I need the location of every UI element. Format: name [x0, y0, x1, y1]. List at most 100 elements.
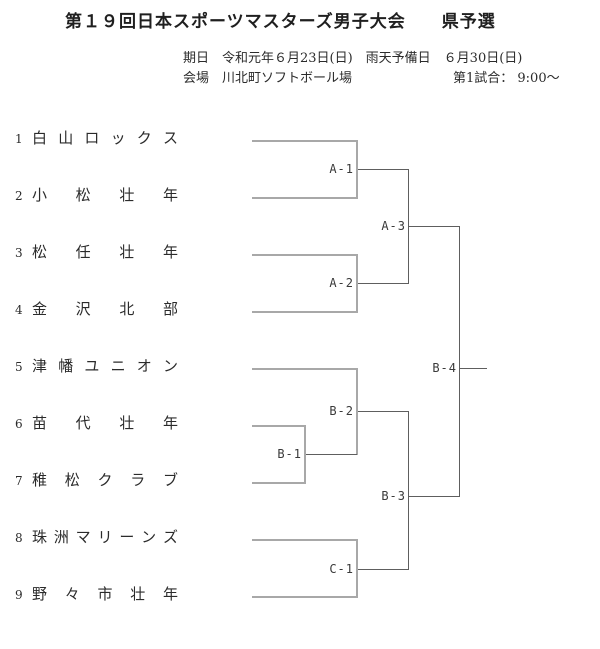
bracket-line [356, 539, 358, 598]
team-name-char: 稚 [32, 471, 48, 489]
team-name-char: 山 [58, 129, 74, 147]
team-name-char: 年 [162, 186, 178, 204]
bracket-line [252, 368, 358, 370]
team-name-char: 壮 [130, 585, 146, 603]
match-label-c-1: C-1 [329, 562, 354, 576]
team-name-char: 松 [75, 186, 91, 204]
match-label-a-3: A-3 [381, 219, 406, 233]
team-name-char: 任 [75, 243, 91, 261]
team-name: 松任壮年 [32, 244, 178, 261]
bracket-line [252, 539, 358, 541]
team-name-char: 小 [32, 186, 48, 204]
team-name-char: ン [141, 528, 157, 546]
team-name-char: ブ [162, 471, 178, 489]
team-name-char: マ [75, 528, 91, 546]
team-name-char: 金 [32, 300, 48, 318]
bracket-advance-line [408, 411, 409, 570]
match-label-b-2: B-2 [329, 404, 354, 418]
team-name-char: 年 [162, 243, 178, 261]
bracket-advance-line [358, 283, 409, 284]
team-name-char: 洲 [53, 528, 69, 546]
team-name: 金沢北部 [32, 301, 178, 318]
team-name-char: 松 [32, 243, 48, 261]
team-name: 小松壮年 [32, 187, 178, 204]
team-name-char: リ [97, 528, 113, 546]
team-name-char: 部 [162, 300, 178, 318]
team-name-char: ク [136, 129, 152, 147]
team-name-char: ラ [130, 471, 146, 489]
team-name-char: ー [119, 528, 135, 546]
team-name: 珠洲マリーンズ [32, 529, 178, 546]
info-first-game-time: 第1試合： 9:00～ [453, 71, 560, 86]
team-seed: 2 [15, 189, 23, 203]
team-name-char: 白 [32, 129, 48, 147]
team-seed: 5 [15, 360, 23, 374]
team-name-char: 年 [162, 414, 178, 432]
team-name: 野々市壮年 [32, 586, 178, 603]
info-date-line: 期日 令和元年６月23日(日) 雨天予備日 ６月30日(日) [183, 51, 523, 66]
team-seed: 9 [15, 588, 23, 602]
team-name-char: ニ [110, 357, 126, 375]
team-seed: 4 [15, 303, 23, 317]
team-name-char: ス [162, 129, 178, 147]
team-seed: 3 [15, 246, 23, 260]
bracket-line [304, 425, 306, 484]
team-name-char: オ [136, 357, 152, 375]
bracket-advance-line [409, 226, 460, 227]
match-label-b-4: B-4 [432, 361, 457, 375]
bracket-line [252, 197, 358, 199]
team-name: 津幡ユニオン [32, 358, 178, 375]
team-name-char: 野 [32, 585, 48, 603]
team-name-char: 沢 [75, 300, 91, 318]
team-name-char: 珠 [32, 528, 48, 546]
team-name-char: 松 [64, 471, 80, 489]
team-seed: 7 [15, 474, 23, 488]
team-name: 白山ロックス [32, 130, 178, 147]
bracket-line [252, 140, 358, 142]
team-name-char: 々 [64, 585, 80, 603]
team-name-char: 幡 [58, 357, 74, 375]
bracket-line [252, 311, 358, 313]
team-name-char: 代 [75, 414, 91, 432]
team-seed: 8 [15, 531, 23, 545]
match-label-a-2: A-2 [329, 276, 354, 290]
team-name-char: 壮 [119, 414, 135, 432]
bracket-advance-line [460, 368, 487, 369]
bracket-line [252, 482, 306, 484]
team-name: 苗代壮年 [32, 415, 178, 432]
bracket-advance-line [306, 454, 357, 455]
team-name-char: 壮 [119, 186, 135, 204]
bracket-advance-line [408, 169, 409, 284]
bracket-line [356, 368, 358, 455]
team-name-char: 市 [97, 585, 113, 603]
team-seed: 6 [15, 417, 23, 431]
bracket-advance-line [358, 169, 409, 170]
match-label-b-1: B-1 [277, 447, 302, 461]
bracket-line [356, 140, 358, 199]
team-name-char: ロ [84, 129, 100, 147]
team-name-char: 北 [119, 300, 135, 318]
team-name-char: ン [162, 357, 178, 375]
team-seed: 1 [15, 132, 23, 146]
bracket-advance-line [358, 411, 409, 412]
team-name-char: 苗 [32, 414, 48, 432]
match-label-b-3: B-3 [381, 489, 406, 503]
bracket-line [252, 254, 358, 256]
team-row: 8 珠洲マリーンズ [0, 528, 260, 548]
team-name-char: ク [97, 471, 113, 489]
team-name-char: 津 [32, 357, 48, 375]
team-name-char: ユ [84, 357, 100, 375]
bracket-advance-line [358, 569, 409, 570]
team-name-char: 年 [162, 585, 178, 603]
bracket-advance-line [409, 496, 460, 497]
bracket-advance-line [459, 226, 460, 497]
team-name-char: 壮 [119, 243, 135, 261]
